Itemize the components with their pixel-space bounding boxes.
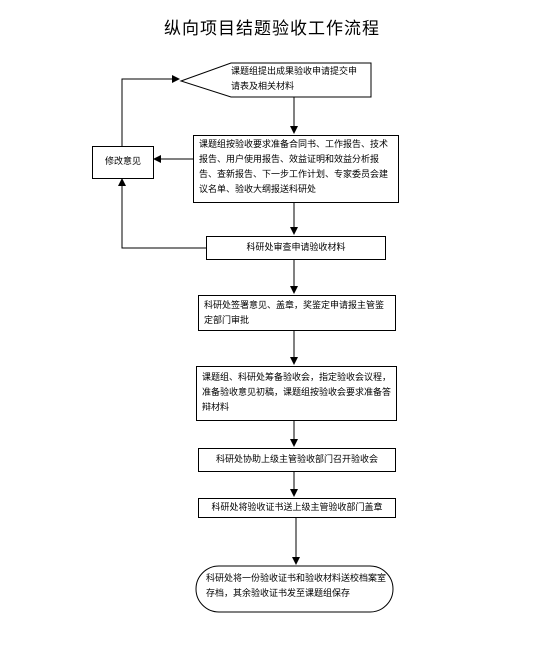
step6-box: 科研处协助上级主管验收部门召开验收会: [198, 448, 396, 472]
end-terminal: [195, 565, 394, 613]
step7-box: 科研处将验收证书送上级主管验收部门盖章: [198, 498, 396, 518]
step1-text: 课题组提出成果验收申请提交申请表及相关材料: [231, 67, 358, 92]
step4-box: 科研处签署意见、盖章，奖鉴定申请报主管鉴定部门审批: [198, 295, 396, 331]
step5-box: 课题组、科研处筹备验收会，指定验收会议程，准备验收意见初稿，课题组按验收会要求准…: [196, 366, 397, 421]
step2-box: 课题组按验收要求准备合同书、工作报告、技术报告、用户使用报告、效益证明和效益分析…: [193, 135, 399, 203]
step3-box: 科研处审查申请验收材料: [206, 236, 386, 260]
step8-text: 科研处将一份验收证书和验收材料送校档案室存档，其余验收证书发至课题组保存: [206, 574, 387, 599]
arrow-3-revise: [118, 178, 206, 249]
page-title: 纵向项目结题验收工作流程: [164, 19, 380, 39]
start-hexagon: [179, 62, 372, 98]
arrow-revise-1: [121, 75, 180, 146]
revise-box: 修改意见: [92, 146, 154, 179]
